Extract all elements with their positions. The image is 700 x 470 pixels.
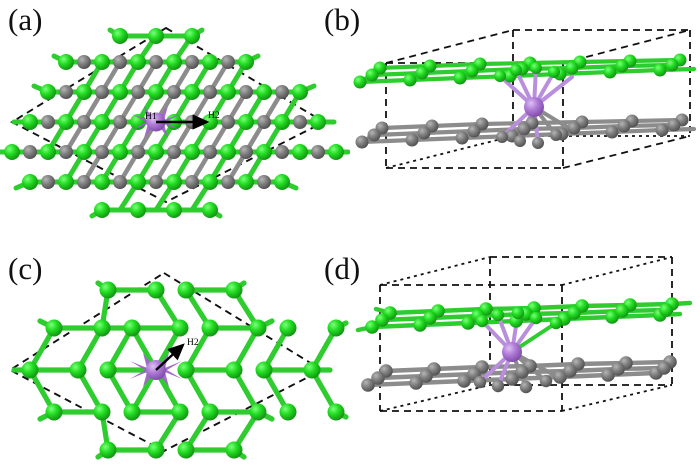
green-atoms-b bbox=[353, 53, 687, 89]
annotation-group-a: H1 H2 bbox=[145, 111, 220, 130]
panel-d-label: (d) bbox=[324, 251, 361, 286]
panel-d-structure bbox=[355, 256, 693, 412]
annotation-group-c: H2 bbox=[155, 338, 199, 371]
panel-c-label: (c) bbox=[8, 251, 43, 286]
purple-adatom-d bbox=[502, 342, 522, 362]
site-h2-label: H2 bbox=[208, 111, 220, 121]
h2-arrow-c bbox=[155, 343, 185, 371]
site-h1-label: H1 bbox=[145, 112, 157, 122]
panel-b-structure bbox=[353, 29, 697, 169]
panel-a-structure: H1 H2 bbox=[0, 26, 350, 219]
purple-adatom-b bbox=[524, 97, 544, 117]
panel-a-label: (a) bbox=[8, 2, 43, 37]
panel-b-label: (b) bbox=[324, 2, 361, 37]
panel-d: (d) bbox=[324, 235, 700, 470]
panel-c: (c) bbox=[0, 235, 350, 470]
panel-a: (a) bbox=[0, 0, 350, 235]
green-atoms-c bbox=[21, 281, 345, 459]
panel-c-structure: H2 bbox=[8, 271, 349, 460]
gray-atoms-a bbox=[23, 55, 325, 189]
panel-b: (b) bbox=[324, 0, 700, 235]
gray-atoms-d bbox=[361, 355, 677, 394]
green-atoms-d bbox=[365, 297, 679, 334]
gray-atoms-b bbox=[355, 113, 689, 149]
site-h2-label-c: H2 bbox=[187, 338, 199, 348]
